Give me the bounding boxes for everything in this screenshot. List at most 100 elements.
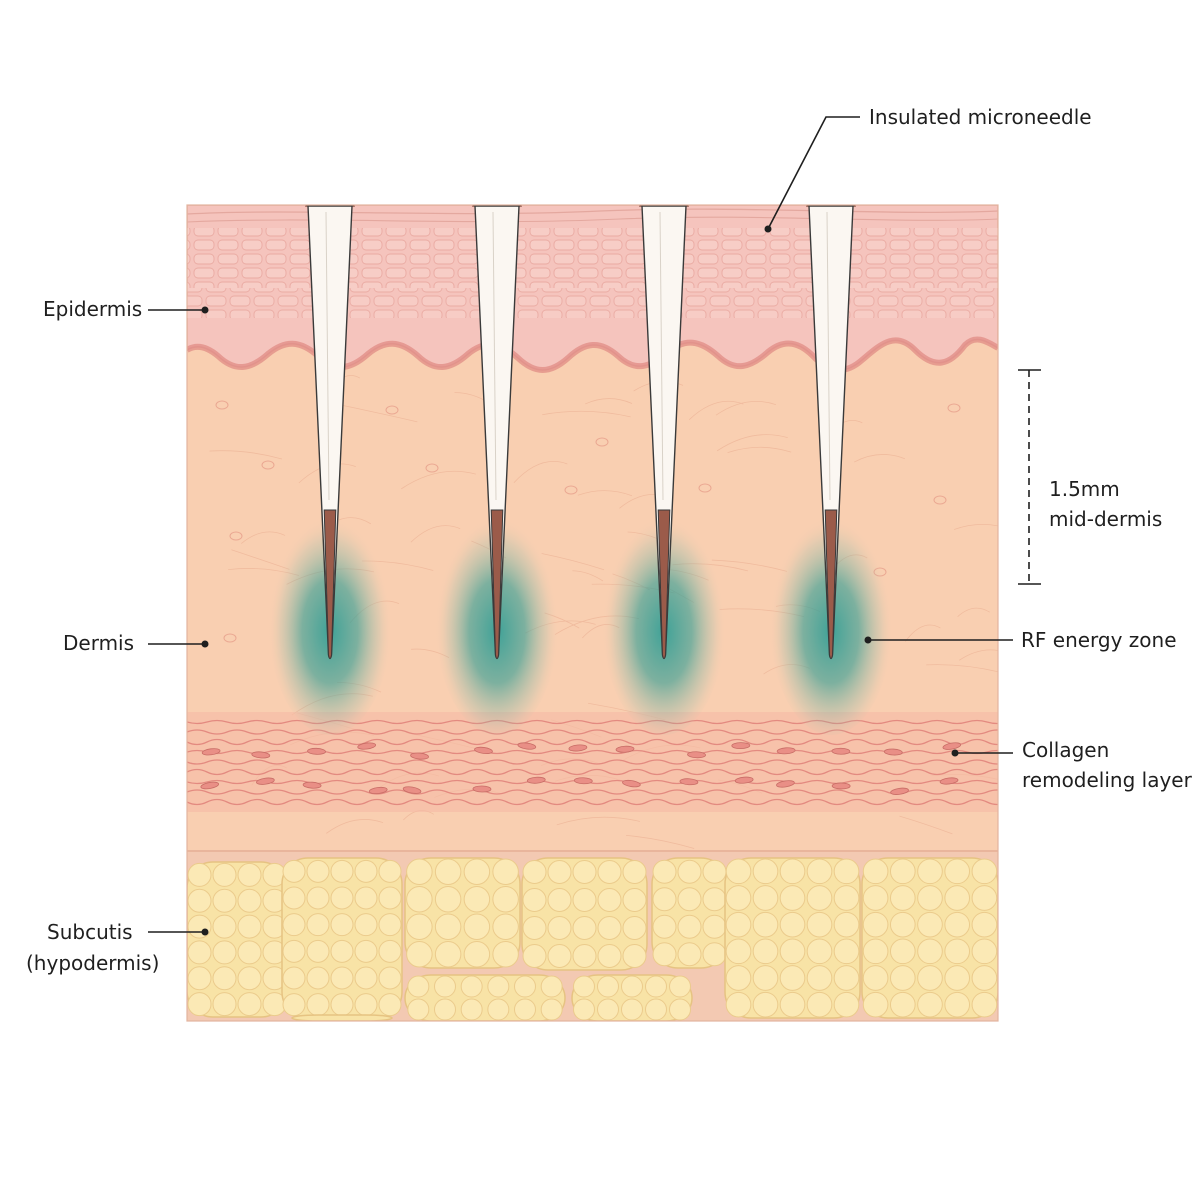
adipocyte (237, 940, 262, 965)
adipocyte (460, 975, 483, 998)
adipocyte (306, 886, 330, 910)
fibroblast-cell (256, 777, 275, 785)
needle-highlight (826, 211, 831, 501)
adipocyte (378, 966, 402, 990)
fat-lobules (187, 857, 998, 1021)
adipocyte (492, 913, 519, 940)
adipocyte (540, 975, 563, 998)
adipocyte (237, 966, 262, 991)
adipocyte (434, 975, 456, 998)
adipocyte (406, 941, 433, 968)
collagen-fiber (187, 768, 998, 776)
needle-highlight (659, 211, 664, 501)
adipocyte (971, 885, 998, 911)
needle-tip (824, 509, 838, 659)
adipocyte (406, 858, 433, 885)
adipocyte (752, 991, 779, 1018)
adipocyte (862, 858, 889, 885)
adipocyte (487, 998, 510, 1021)
adipocyte (522, 860, 547, 884)
adipocyte (514, 998, 536, 1021)
dermis-fiber (959, 649, 998, 661)
adipocyte (917, 965, 943, 991)
fibroblast-cell (517, 742, 537, 750)
adipocyte (406, 913, 433, 940)
label-rf-energy-zone-text: RF energy zone (1021, 628, 1177, 652)
adipocyte (547, 888, 572, 912)
fibroblast-cell (731, 742, 751, 750)
dermis-cell (698, 483, 712, 493)
needle-tip (323, 509, 337, 659)
adipocyte (407, 998, 430, 1021)
label-subcutis: Subcutis (hypodermis) (26, 920, 209, 975)
adipocyte (434, 941, 462, 968)
adipocyte (725, 858, 752, 885)
adipocyte (971, 991, 998, 1018)
adipocyte (677, 914, 702, 939)
dermis-cell (595, 437, 609, 447)
adipocyte (306, 939, 330, 963)
adipocyte (572, 944, 597, 968)
fibroblast-cell (883, 748, 903, 756)
dermis-fiber (241, 531, 286, 544)
adipocyte (779, 911, 806, 938)
adipocyte (702, 887, 727, 912)
dermis-fiber (626, 834, 695, 849)
label-collagen-remodeling: Collagen remodeling layer (951, 738, 1193, 792)
dermis-fiber (688, 400, 744, 421)
adipocyte (725, 991, 752, 1018)
adipocyte (460, 998, 483, 1021)
dermis-fiber (716, 434, 788, 452)
adipocyte (463, 858, 491, 885)
adipocyte (330, 886, 354, 910)
adipocyte (622, 916, 647, 940)
dermis-fiber (957, 607, 990, 617)
adipocyte (779, 885, 806, 911)
adipocyte (677, 887, 702, 912)
adipocyte (622, 944, 647, 968)
adipocyte (237, 862, 262, 887)
adipocyte (378, 913, 402, 937)
dermis-cell (385, 405, 399, 415)
adipocyte (330, 993, 354, 1017)
adipocyte (752, 911, 779, 938)
dermis-fiber (556, 816, 640, 826)
dermis-fiber (727, 446, 792, 454)
adipocyte (573, 975, 595, 998)
adipocyte (522, 944, 547, 968)
adipocyte (917, 911, 943, 938)
dermis-cell (947, 403, 961, 413)
adipocyte (833, 991, 860, 1018)
fibroblast-cell (831, 747, 851, 755)
adipocyte (645, 975, 667, 998)
adipocyte (889, 938, 916, 965)
adipocyte (677, 942, 702, 967)
fibroblast-cell (302, 781, 322, 789)
adipocyte (752, 965, 779, 991)
dermis-fiber (899, 815, 953, 835)
dermis-fiber (209, 450, 283, 460)
fibroblast-cell (201, 748, 221, 756)
adipocyte (944, 965, 971, 991)
adipocyte (833, 938, 860, 965)
adipocyte (752, 885, 779, 911)
dermis-fiber (572, 570, 604, 582)
fibroblast-cell (474, 746, 493, 754)
adipocyte (547, 860, 572, 884)
adipocyte (806, 858, 833, 885)
fibroblast-cell (526, 776, 546, 784)
dermis-cell (261, 460, 275, 470)
fibroblast-cell (890, 787, 909, 795)
depth-layer-text: mid-dermis (1049, 507, 1162, 531)
adipocyte (354, 913, 378, 937)
adipocyte (645, 998, 667, 1021)
adipocyte (487, 975, 510, 998)
fat-lobule (291, 1014, 393, 1021)
microneedle (639, 205, 689, 660)
fat-lobule (404, 857, 521, 969)
adipocyte (187, 888, 212, 913)
adipocyte (889, 965, 916, 991)
adipocyte (514, 975, 536, 998)
microneedle (472, 205, 522, 660)
